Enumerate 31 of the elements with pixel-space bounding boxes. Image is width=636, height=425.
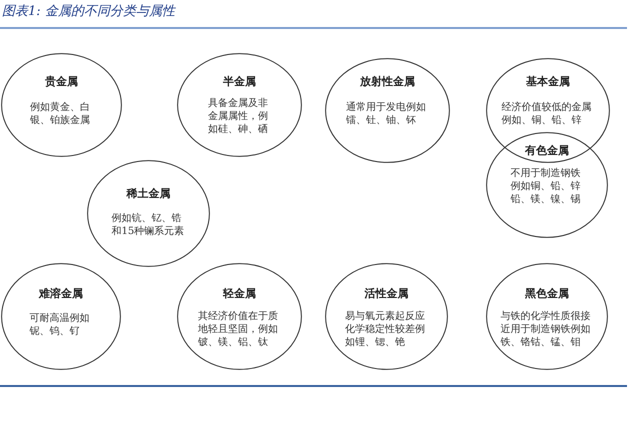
category-ellipse <box>1 53 122 157</box>
category-title: 难溶金属 <box>39 286 83 300</box>
category-description: 例如黄金、白银、铂族金属 <box>30 100 91 126</box>
category-title: 有色金属 <box>525 144 569 156</box>
category-title: 轻金属 <box>223 286 256 300</box>
category-ellipse <box>177 263 302 370</box>
category-ellipse <box>1 263 121 370</box>
category-title: 稀土金属 <box>126 186 170 200</box>
category-ellipse <box>177 53 302 157</box>
category-title: 基本金属 <box>526 74 570 88</box>
category-description: 与铁的化学性质很接近用于制造钢铁例如铁、铬钴、锰、钼 <box>500 310 592 348</box>
category-ellipse <box>325 263 448 370</box>
category-description: 经济价值较低的金属例如、铜、铅、锌 <box>502 100 592 126</box>
category-description: 其经济价值在于质地轻且坚固，例如铍、镁、铝、钛 <box>198 310 279 348</box>
category-title: 黑色金属 <box>525 286 569 300</box>
category-description: 易与氧元素起反应化学稳定性较差例如锂、锶、铯 <box>345 310 426 348</box>
category-ellipse <box>486 263 608 370</box>
figure-title: 图表1: 金属的不同分类与属性 <box>2 4 175 20</box>
category-ellipse <box>87 160 210 267</box>
category-description: 不用于制造钢铁例如铜、铅、锌铅、镁、镍、锡 <box>510 166 582 206</box>
category-description: 通常用于发电例如镭、钍、铀、钚 <box>346 100 427 126</box>
category-description: 例如钪、钇、锆和15种镧系元素 <box>112 212 186 238</box>
category-title: 半金属 <box>223 74 256 88</box>
category-title: 贵金属 <box>45 74 78 88</box>
category-description: 具备金属及非金属属性，例如硅、砷、硒 <box>208 96 269 136</box>
category-ellipse <box>486 58 610 163</box>
category-ellipse <box>486 132 608 238</box>
category-description: 可耐高温例如铌、钨、钌 <box>30 312 90 338</box>
category-title: 活性金属 <box>364 286 408 300</box>
category-ellipse <box>325 58 450 163</box>
category-title: 放射性金属 <box>360 74 415 88</box>
